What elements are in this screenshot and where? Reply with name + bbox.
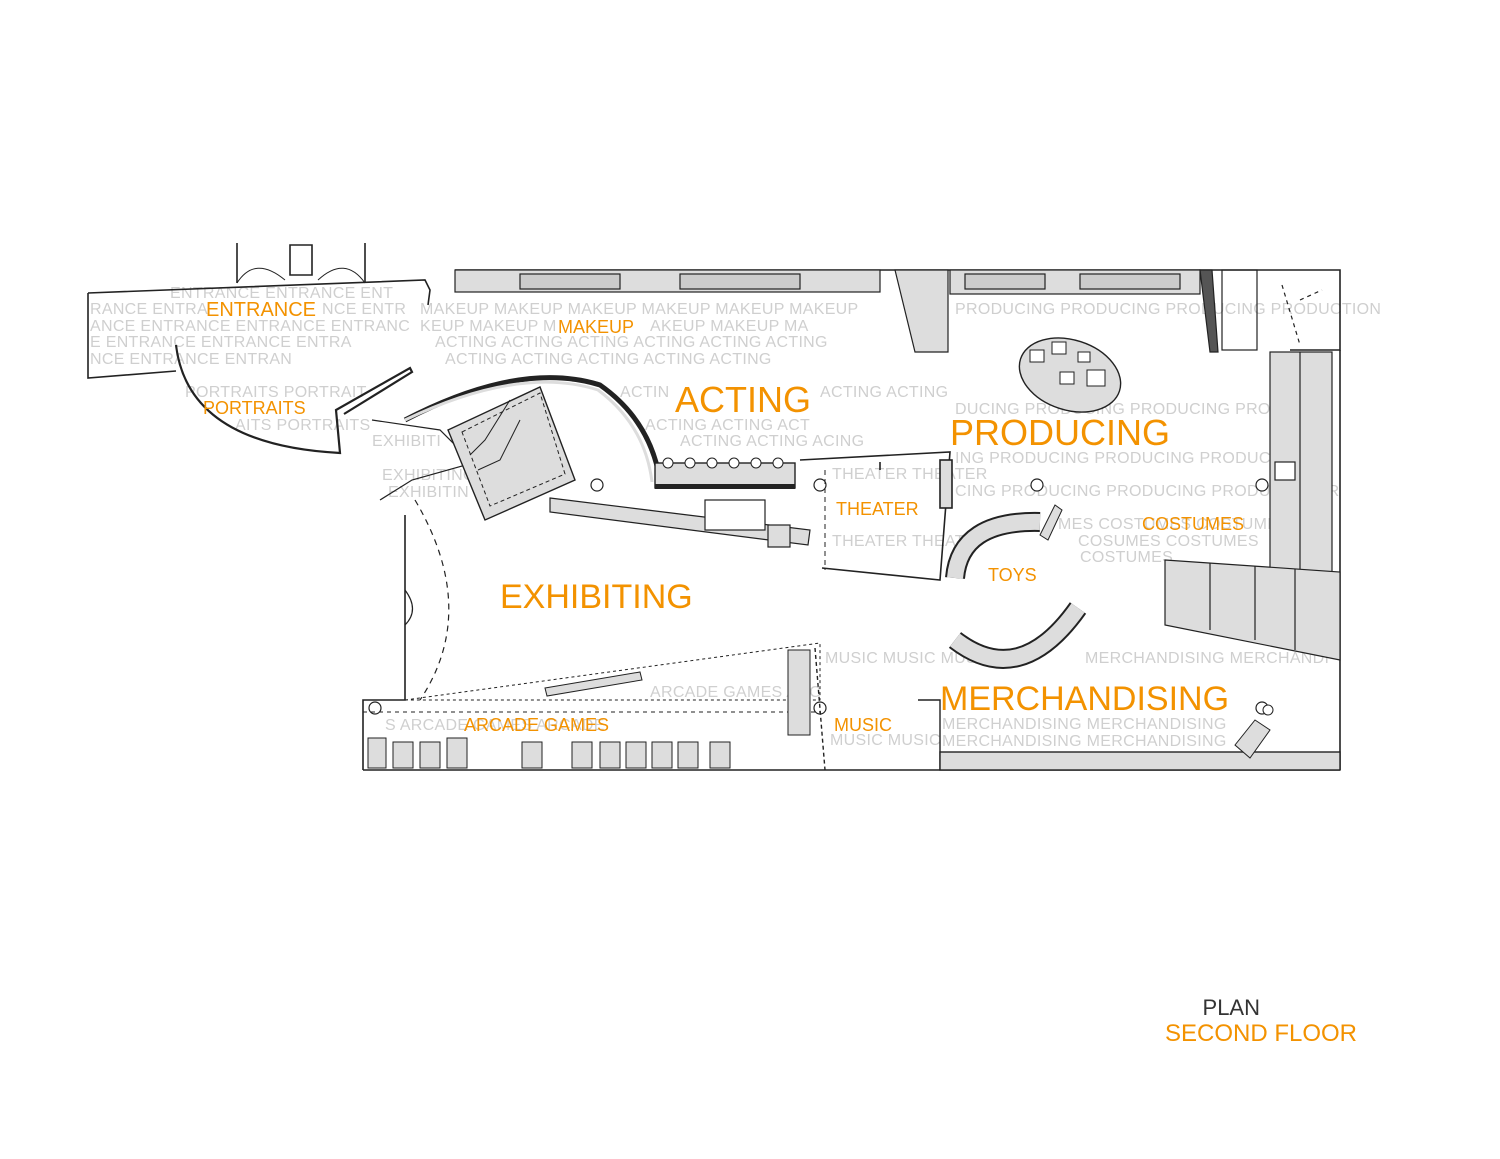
watermark-entrance-2: RANCE ENTRA [90,301,208,318]
watermark-costumes-2: COSUMES COSTUMES [1078,533,1259,550]
watermark-producing-2: DUCING PRODUCING PRODUCING PRODUC [955,401,1306,418]
label-makeup: MAKEUP [558,317,634,337]
watermark-portraits-1: PORTRAITS PORTRAIT [185,384,367,401]
label-portraits: PORTRAITS [203,398,306,418]
portraits-curved-wall [174,344,414,455]
service-area [1221,269,1323,351]
entrance-doors [236,243,366,283]
watermark-exhibiting-3: EXHIBITIN [388,484,469,501]
label-theater: THEATER [836,499,919,519]
exhibit-door [404,589,414,626]
merch-kiosk [1234,704,1274,759]
label-merchandising: MERCHANDISING [940,680,1229,718]
watermark-entrance-5: NCE ENTRANCE ENTRAN [90,351,292,368]
producing-table [1018,337,1122,413]
watermark-arcade-2: S ARCADE GAMES ARCADE [385,717,605,734]
caption-title: PLAN [1202,995,1260,1020]
watermark-merch-1: MERCHANDISING MERCHANDI [1085,650,1329,667]
label-music: MUSIC [834,715,892,735]
watermark-entrance-4: E ENTRANCE ENTRANCE ENTRA [90,334,352,351]
makeup-counter [454,269,881,293]
watermark-makeup-2: KEUP MAKEUP M [420,318,557,335]
watermark-acting-1: ACTING ACTING ACTING ACTING ACTING ACTIN… [435,334,828,351]
door-swing-left [236,267,286,284]
label-acting: ACTING [675,379,811,420]
watermark-exhibiting-2: EXHIBITING E [382,467,491,484]
watermark-costumes-3: COSTUMES [1080,549,1173,566]
door-swing-right [317,267,366,284]
watermark-costumes-1: MES COSTUMES COSTUMES [1058,516,1289,533]
watermark-acting-2: ACTING ACTING ACTING ACTING ACTING [445,351,772,368]
label-arcade-games: ARCADE GAMES [464,715,609,735]
toys-racks [945,504,1087,669]
watermark-merch-2: MERCHANDISING MERCHANDISING [942,716,1227,733]
arcade-area [363,642,821,769]
watermark-theater-2: THEATER THEAT [832,533,965,550]
watermark-producing-1: PRODUCING PRODUCING PRODUCING PRODUCTION [955,301,1381,318]
entrance-wall [87,279,431,379]
label-entrance: ENTRANCE [206,299,316,321]
label-producing: PRODUCING [950,412,1170,453]
outer-wall-left [362,515,406,770]
exhibit-corridor-dashed [414,499,450,701]
watermark-arcade-1: ARCADE GAMES ARC [650,684,821,701]
label-toys: TOYS [988,565,1037,585]
costumes-racks [1164,351,1341,661]
producing-counter [894,269,1219,353]
caption-subtitle: SECOND FLOOR [1164,1020,1357,1047]
acting-seating [654,457,796,489]
watermark-acting-6: ACTING ACTING ACING [680,433,864,450]
watermark-merch-3: MERCHANDISING MERCHANDISING [942,733,1227,750]
watermark-entrance-1: ENTRANCE ENTRANCE ENT [170,285,393,302]
watermark-music-1: MUSIC MUSIC MUS [825,650,977,667]
room-labels: ENTRANCE MAKEUP PORTRAITS ACTING PRODUCI… [203,299,1244,735]
watermark-music-2: MUSIC MUSIC [830,732,941,749]
watermark-exhibiting-1: EXHIBITI [372,433,441,450]
acting-stage [403,375,663,521]
watermark-makeup-1: MAKEUP MAKEUP MAKEUP MAKEUP MAKEUP MAKEU… [420,301,859,318]
watermark-makeup-3: AKEUP MAKEUP MA [650,318,809,335]
exhibit-display [549,497,811,548]
watermark-producing-4: CING PRODUCING PRODUCING PRODUCING PR [955,483,1339,500]
theater-room [799,451,953,581]
music-walls [814,647,1341,771]
watermark-theater-1: THEATER THEATER [832,466,988,483]
watermark-acting-3: ACTIN [620,384,670,401]
watermark-entrance-2b: NCE ENTR [322,301,406,318]
watermark-entrance-3: ANCE ENTRANCE ENTRANCE ENTRANC [90,318,410,335]
watermark-producing-3: ING PRODUCING PRODUCING PRODUCING [955,450,1300,467]
watermark-acting-5: ACTING ACTING ACT [645,417,810,434]
label-exhibiting: EXHIBITING [500,578,693,616]
watermark-portraits-2: AITS PORTRAITS [235,417,370,434]
watermark-acting-4: ACTING ACTING [820,384,948,401]
label-costumes: COSTUMES [1142,514,1244,534]
